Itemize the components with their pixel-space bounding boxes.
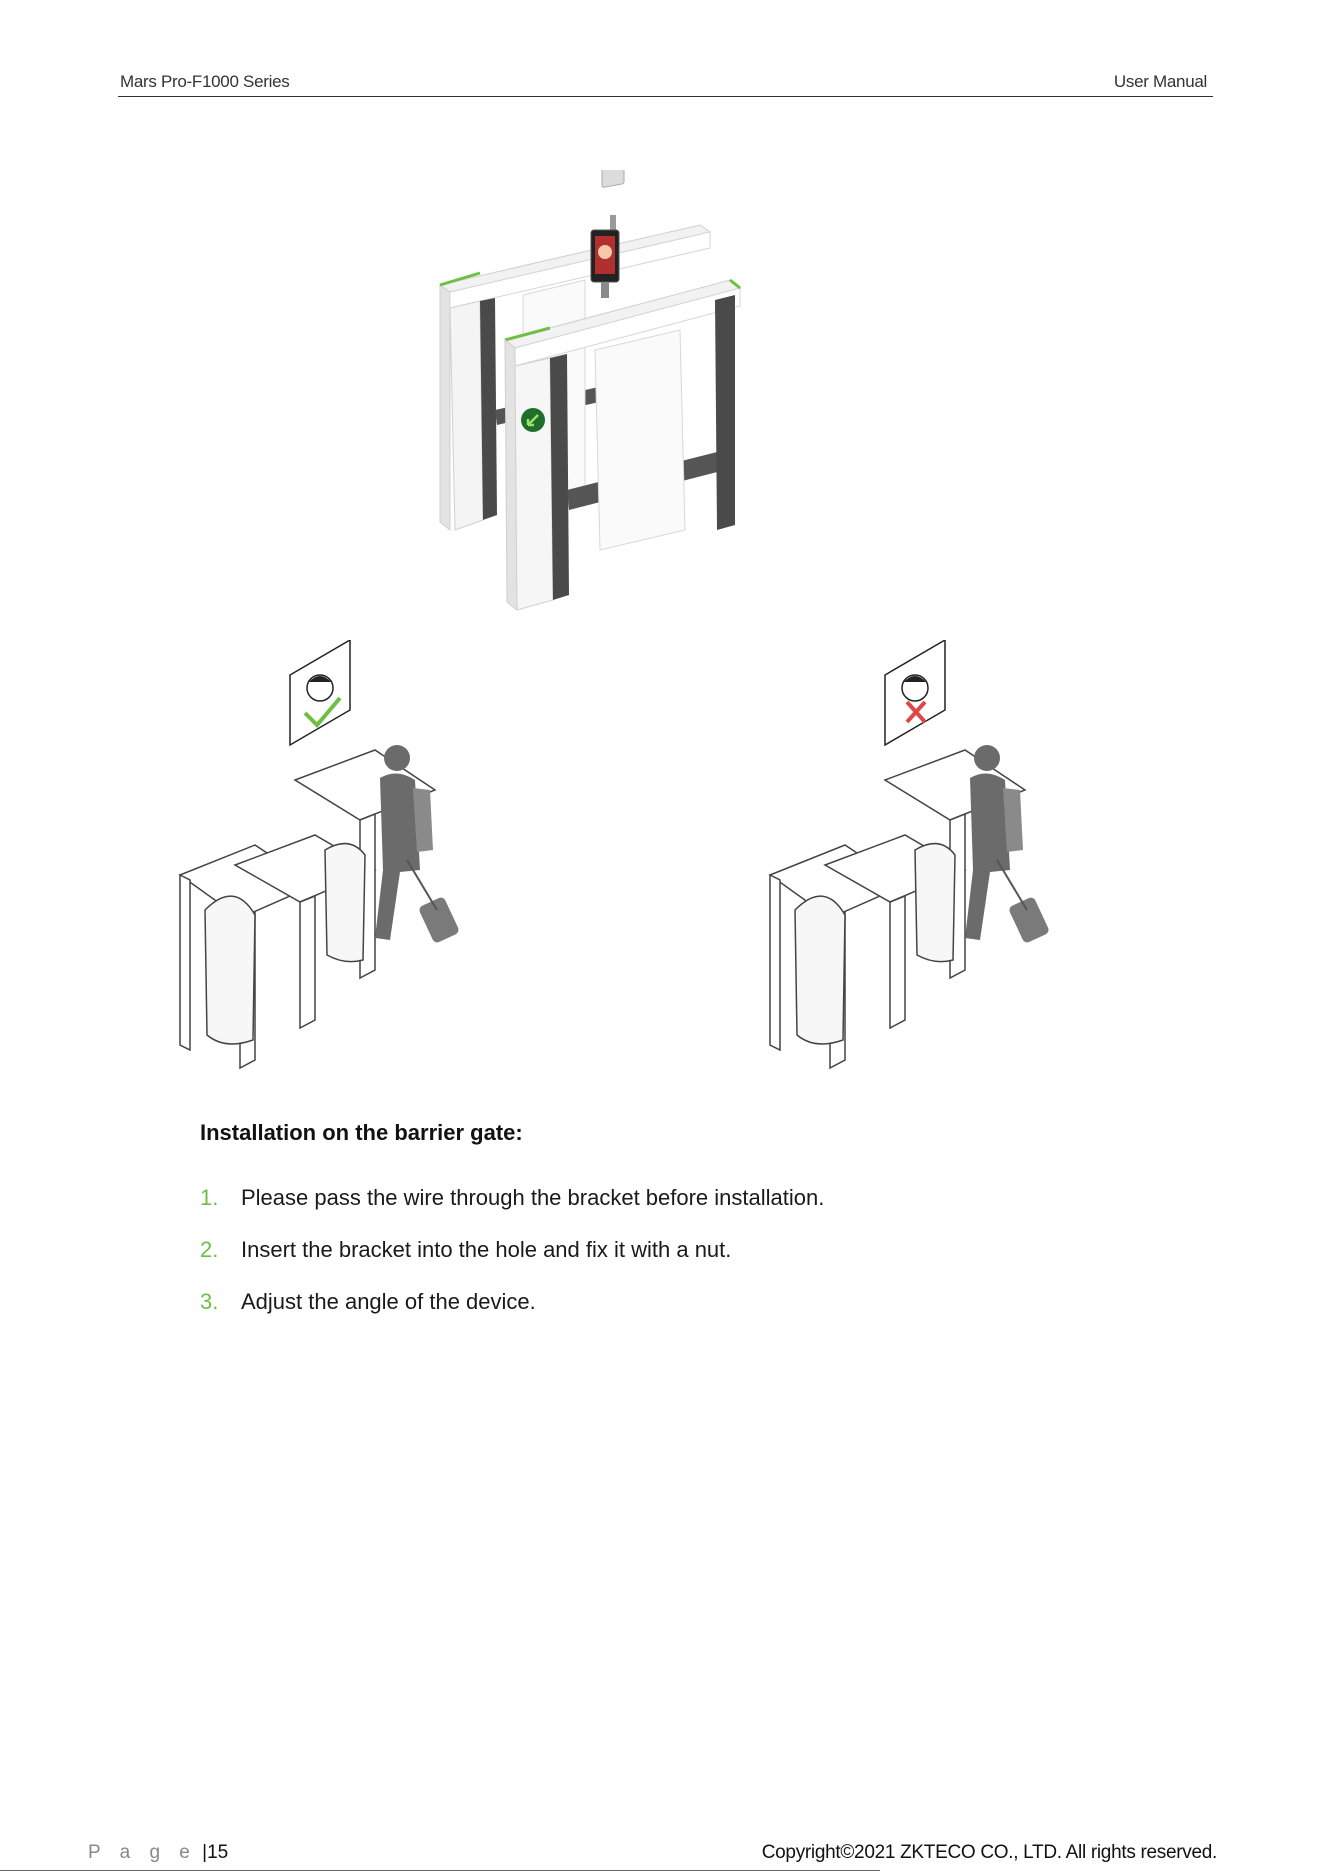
traveler-figure (965, 745, 1050, 944)
header-product-name: Mars Pro-F1000 Series (120, 72, 289, 92)
list-item: 1.Please pass the wire through the brack… (200, 1180, 824, 1232)
page-label: P a g e (88, 1842, 197, 1863)
face-rejected-sign (885, 640, 945, 745)
header-doc-type: User Manual (1114, 72, 1207, 92)
face-recognition-fail-illustration (765, 640, 1165, 1085)
barrier-gate-product-illustration (435, 170, 895, 620)
page-footer-number: P a g e |15 (88, 1842, 228, 1864)
copyright-notice: Copyright©2021 ZKTECO CO., LTD. All righ… (762, 1842, 1217, 1864)
installation-steps-list: 1.Please pass the wire through the brack… (200, 1180, 824, 1336)
front-gate-unit (505, 280, 740, 610)
rear-face-terminal (602, 170, 624, 235)
step-number: 1. (200, 1180, 241, 1216)
section-heading: Installation on the barrier gate: (200, 1120, 523, 1146)
step-text: Please pass the wire through the bracket… (241, 1185, 824, 1210)
page-number: 15 (207, 1842, 228, 1863)
list-item: 2.Insert the bracket into the hole and f… (200, 1232, 824, 1284)
face-recognition-pass-illustration (175, 640, 575, 1085)
step-text: Adjust the angle of the device. (241, 1289, 536, 1314)
page-header: Mars Pro-F1000 Series User Manual (118, 70, 1213, 97)
footer-divider (0, 1870, 880, 1871)
step-text: Insert the bracket into the hole and fix… (241, 1237, 731, 1262)
traveler-figure (375, 745, 460, 944)
step-number: 2. (200, 1232, 241, 1268)
step-number: 3. (200, 1284, 241, 1320)
list-item: 3.Adjust the angle of the device. (200, 1284, 824, 1336)
face-verified-sign (290, 640, 350, 745)
front-face-terminal (591, 230, 619, 298)
